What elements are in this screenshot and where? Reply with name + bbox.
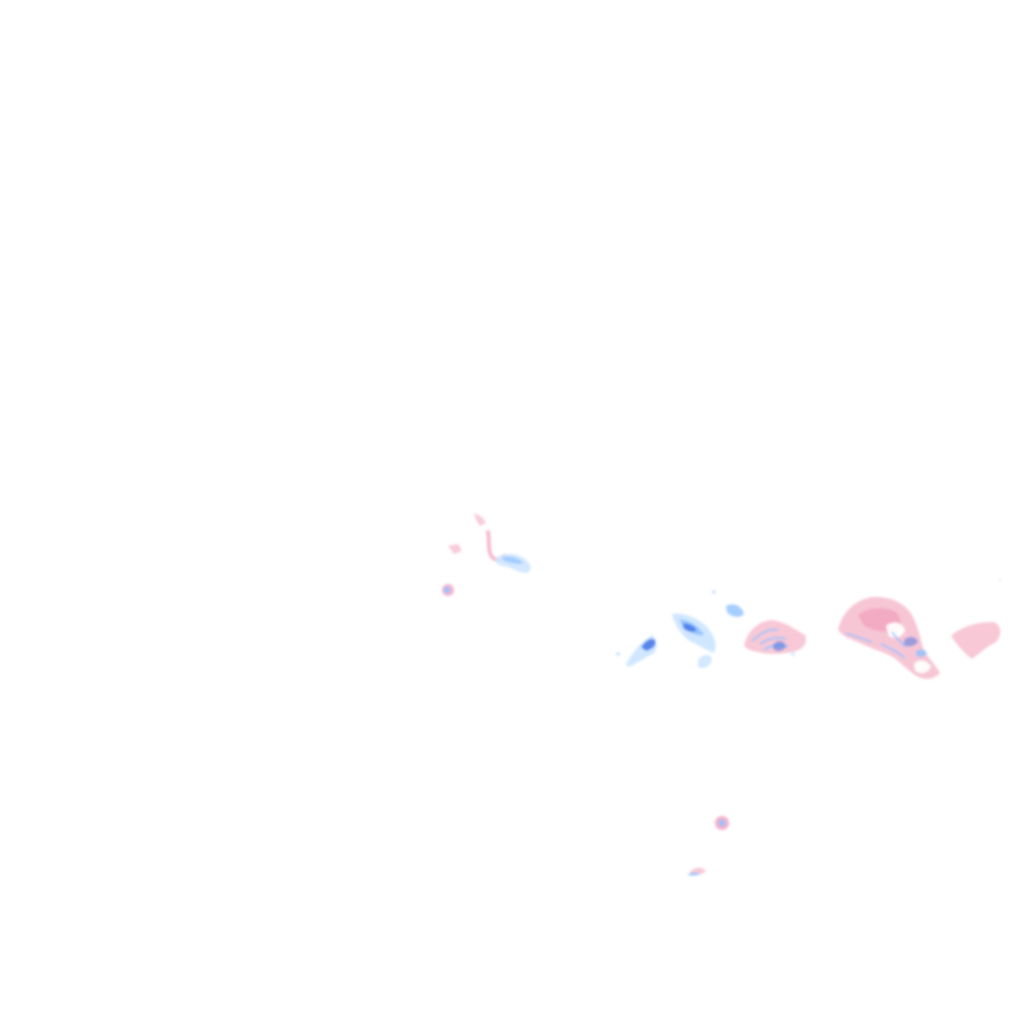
small-dot [712,590,716,594]
blue-core [682,623,697,632]
cluster-top-left [442,513,531,596]
cluster-bottom [688,816,729,876]
pink-stroke [486,530,506,562]
cluster-middle-blue [616,590,744,669]
blue-spot [904,636,918,647]
blue-core [641,638,656,651]
blue-blob [688,872,700,876]
blue-blob [726,604,744,617]
blue-dot [718,819,726,827]
mixed-dot [443,586,451,594]
pink-blob [448,544,462,554]
blue-blob [502,556,524,564]
pink-blob [951,622,1001,659]
small-dot [791,652,795,656]
cluster-mixed-center-right [744,620,806,656]
small-dot [998,578,1002,582]
pink-blob [744,620,806,654]
white-hole [914,660,931,674]
blue-blob [698,654,712,669]
blue-spot [916,649,927,658]
pink-blob [474,513,486,526]
cluster-right-pink [838,596,940,679]
cluster-far-right-pink [951,578,1002,659]
blue-blob [495,554,531,573]
blue-spot [773,640,786,652]
blue-lines [845,631,907,659]
white-hole [886,622,905,638]
small-dot [616,652,620,656]
